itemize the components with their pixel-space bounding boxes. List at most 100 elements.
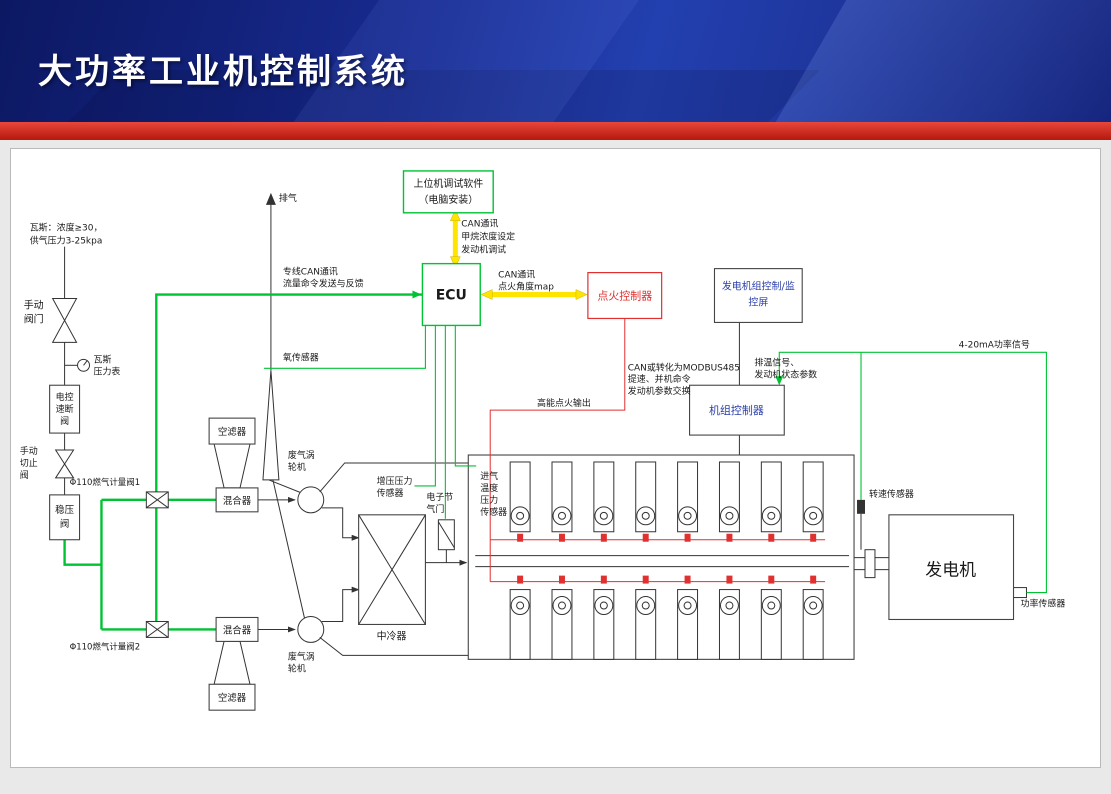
engine-block bbox=[467, 454, 855, 660]
system-diagram: 上位机调试软件 （电脑安装） CAN通讯 甲烷浓度设定 发动机调试 ECU CA… bbox=[20, 170, 1065, 711]
generator-label: 发电机 bbox=[925, 560, 976, 580]
intake-sensor-label-4: 传感器 bbox=[480, 506, 507, 518]
manual-valve-icon bbox=[51, 298, 78, 322]
can-horizontal-label-2: 点火角度map bbox=[498, 281, 554, 293]
page-title: 大功率工业机控制系统 bbox=[38, 52, 408, 92]
mixer-bottom-label: 混合器 bbox=[223, 624, 252, 636]
boost-sensor-label-2: 传感器 bbox=[377, 487, 404, 499]
solenoid-valve-label-2: 速断 bbox=[56, 403, 74, 415]
unit-controller-label: 机组控制器 bbox=[709, 403, 764, 417]
pc-software-label-2: （电脑安装） bbox=[418, 193, 478, 206]
can-arrow-up-icon bbox=[449, 209, 461, 222]
turbo-bottom-label-1: 废气涡 bbox=[288, 650, 315, 662]
intake-sensor-label-2: 温度 bbox=[480, 482, 498, 494]
dedicated-can-label-2: 流量命令发送与反馈 bbox=[283, 278, 364, 290]
air-filter-top-label: 空滤器 bbox=[218, 426, 247, 438]
gas-gauge-label-1: 瓦斯 bbox=[93, 353, 111, 365]
power-sensor-label: 功率传感器 bbox=[1020, 598, 1065, 610]
can-vertical-label-2: 甲烷浓度设定 bbox=[461, 231, 515, 243]
solenoid-valve-label-1: 电控 bbox=[56, 391, 74, 403]
can-modbus-label-3: 发动机参数交换 bbox=[628, 385, 691, 397]
exhaust-label: 排气 bbox=[279, 192, 297, 204]
pc-software-box bbox=[402, 170, 494, 214]
cutoff-valve-icon bbox=[54, 463, 75, 479]
turbo-bottom-label-2: 轮机 bbox=[288, 662, 306, 674]
genset-panel-label-2: 控屏 bbox=[748, 295, 768, 308]
ecu-box bbox=[421, 262, 481, 327]
turbo-top-label-2: 轮机 bbox=[288, 461, 306, 473]
gas-note-label-1: 瓦斯：浓度≥30， bbox=[30, 222, 103, 234]
pc-software-label-1: 上位机调试软件 bbox=[414, 177, 484, 190]
gas-gauge-label-2: 压力表 bbox=[93, 365, 120, 377]
air-filter-bottom-label: 空滤器 bbox=[218, 692, 247, 704]
exhaust-collector bbox=[262, 370, 280, 481]
unit-controller-box bbox=[689, 384, 785, 436]
mixer-top-box bbox=[215, 487, 259, 513]
exhaust-arrow-icon bbox=[265, 192, 276, 205]
can-arrow-down-icon bbox=[449, 256, 461, 269]
ignition-output-label: 高能点火输出 bbox=[537, 397, 591, 409]
exhaust-temp-signal-label-1: 排温信号、 bbox=[754, 356, 799, 368]
throttle-label-1: 电子节 bbox=[426, 491, 453, 503]
meter-valve2-label: Φ110燃气计量阀2 bbox=[70, 641, 141, 651]
cutoff-valve-label-2: 切止 bbox=[20, 457, 38, 469]
air-filter-bottom-box bbox=[208, 683, 256, 711]
can-horizontal-label-1: CAN通讯 bbox=[498, 270, 535, 281]
can-vertical-label-3: 发动机调试 bbox=[461, 244, 506, 256]
solenoid-valve-box bbox=[49, 384, 81, 434]
air-filter-top-box bbox=[208, 417, 256, 445]
ignition-wiring bbox=[489, 318, 826, 583]
exhaust-temp-signal-label-2: 发动机状态参数 bbox=[754, 368, 817, 380]
turbo-top-label-1: 废气涡 bbox=[288, 449, 315, 461]
o2-sensor-label: 氧传感器 bbox=[283, 351, 319, 363]
regulator-valve-label-2: 阀 bbox=[60, 518, 69, 530]
diagram-panel: 上位机调试软件 （电脑安装） CAN通讯 甲烷浓度设定 发动机调试 ECU CA… bbox=[10, 148, 1101, 768]
can-modbus-label-1: CAN或转化为MODBUS485 bbox=[628, 361, 740, 373]
nodes-and-labels: 上位机调试软件 （电脑安装） CAN通讯 甲烷浓度设定 发动机调试 ECU CA… bbox=[20, 170, 1065, 711]
mixer-top-label: 混合器 bbox=[223, 495, 252, 507]
gas-note-label-2: 供气压力3-25kpa bbox=[30, 235, 103, 247]
can-bus-arrows bbox=[449, 209, 588, 300]
regulator-valve-box bbox=[49, 494, 81, 541]
ignition-controller-box bbox=[587, 272, 663, 320]
red-divider-bar bbox=[0, 122, 1111, 140]
can-arrow-left-icon bbox=[480, 289, 493, 300]
speed-sensor-icon bbox=[857, 499, 865, 514]
intercooler-label: 中冷器 bbox=[377, 629, 407, 642]
air-filter-funnel-bottom bbox=[213, 640, 251, 685]
cutoff-valve-label-3: 阀 bbox=[20, 470, 29, 481]
can-vertical-label-1: CAN通讯 bbox=[461, 219, 498, 230]
intake-sensor-label-3: 压力 bbox=[480, 494, 498, 506]
can-to-ecu-arrow-icon bbox=[412, 290, 422, 299]
mixer-bottom-box bbox=[215, 616, 259, 642]
can-modbus-label-2: 提速、并机命令 bbox=[628, 373, 691, 385]
coupling bbox=[864, 549, 876, 579]
dedicated-can-label-1: 专线CAN通讯 bbox=[283, 266, 338, 278]
genset-panel-label-1: 发电机组控制/监 bbox=[722, 280, 795, 293]
cutoff-valve-label-1: 手动 bbox=[20, 445, 38, 457]
header-banner: 大功率工业机控制系统 bbox=[0, 0, 1111, 122]
pipework bbox=[64, 192, 1027, 685]
speed-sensor-label: 转速传感器 bbox=[869, 488, 914, 500]
air-filter-funnel-top bbox=[213, 443, 251, 489]
throttle-label-2: 气门 bbox=[426, 503, 444, 515]
meter-valve1-label: Φ110燃气计量阀1 bbox=[70, 477, 141, 487]
gas-and-signal-lines bbox=[63, 290, 1047, 631]
manual-valve-label-1: 手动 bbox=[24, 298, 44, 311]
genset-panel-box bbox=[713, 268, 803, 323]
can-arrow-right-icon bbox=[575, 289, 588, 300]
manual-valve-icon bbox=[51, 319, 78, 343]
manual-valve-label-2: 阀门 bbox=[24, 312, 44, 325]
ignition-controller-label: 点火控制器 bbox=[597, 289, 652, 303]
cutoff-valve-icon bbox=[54, 449, 75, 465]
power-signal-label: 4-20mA功率信号 bbox=[959, 338, 1030, 350]
solenoid-valve-label-3: 阀 bbox=[60, 416, 69, 427]
generator-box bbox=[888, 514, 1015, 621]
turbocharger-bottom-icon bbox=[297, 615, 325, 643]
ecu-label: ECU bbox=[436, 288, 467, 304]
signal-arrow-down-icon bbox=[775, 376, 784, 386]
regulator-valve-label-1: 稳压 bbox=[55, 504, 74, 516]
boost-sensor-label-1: 增压压力 bbox=[377, 475, 413, 487]
turbocharger-top-icon bbox=[297, 486, 325, 514]
